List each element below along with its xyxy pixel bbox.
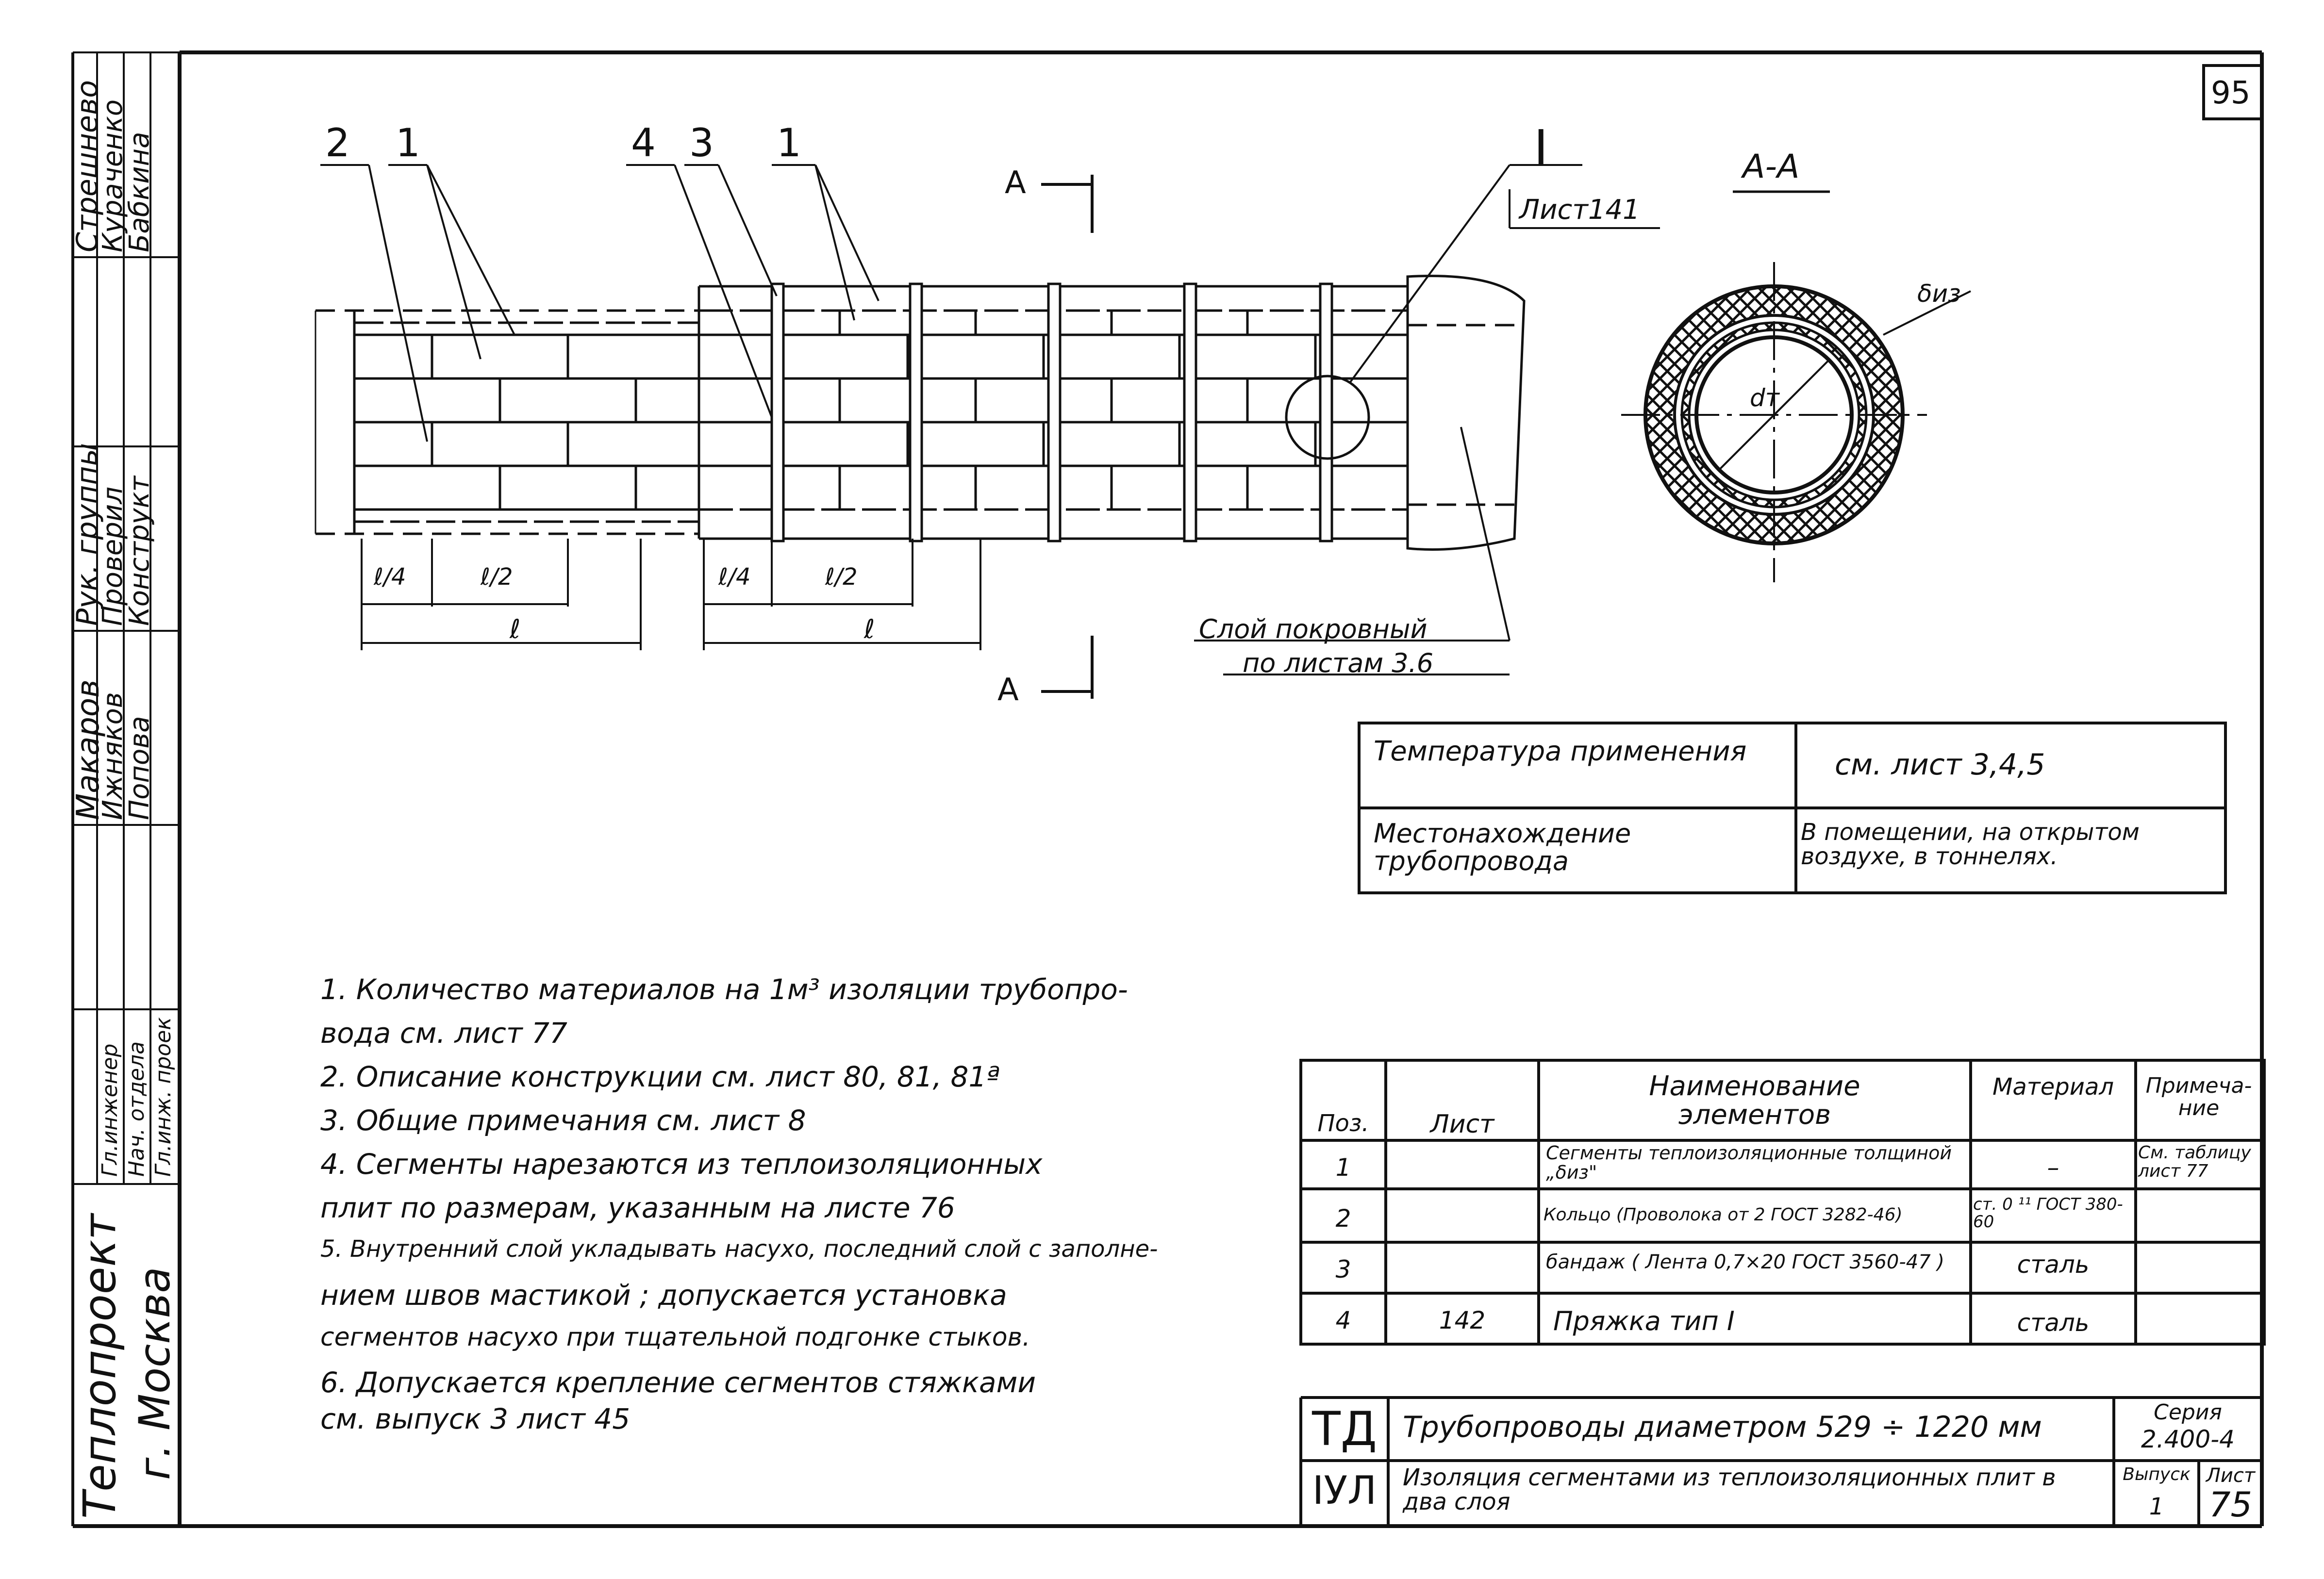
section-marks xyxy=(1041,175,1094,699)
pipe-left-section xyxy=(315,309,699,535)
spec-cell-pos: 1 xyxy=(1335,1153,1351,1182)
dimension-lines xyxy=(361,539,981,650)
note-line: 4. Сегменты нарезаются из теплоизоляцион… xyxy=(320,1148,1043,1181)
note-line: сегментов насухо при тщательной подгонке… xyxy=(320,1323,1030,1352)
spec-cell-material: – xyxy=(2047,1153,2059,1182)
stamp-role-dept-head: Нач. отдела xyxy=(124,1041,149,1177)
spec-cell-note: См. таблицу лист 77 xyxy=(2138,1143,2251,1181)
note-line: 1. Количество материалов на 1м³ изоляции… xyxy=(320,973,1128,1006)
pipe-right-section xyxy=(697,275,1526,551)
conditions-label-temperature: Температура применения xyxy=(1374,736,1747,767)
insulation-thickness-label: δиз xyxy=(1917,280,1961,308)
spec-cell-name: Пряжка тип I xyxy=(1553,1306,1735,1336)
spec-header-sheet: Лист xyxy=(1430,1110,1494,1139)
spec-cell-name: Сегменты теплоизоляционные толщиной „δиз… xyxy=(1546,1142,1952,1183)
note-line: плит по размерам, указанным на листе 76 xyxy=(320,1191,955,1224)
issue-label: Выпуск xyxy=(2123,1464,2191,1484)
position-label-3: 3 xyxy=(689,120,714,165)
note-line: 6. Допускается крепление сегментов стяжк… xyxy=(320,1366,1036,1399)
dim-l-quarter-left: ℓ/4 xyxy=(374,563,406,591)
detail-sheet-ref: Лист141 xyxy=(1519,194,1640,226)
position-label-2: 2 xyxy=(325,120,350,165)
note-line: нием швов мастикой ; допускается установ… xyxy=(320,1279,1007,1312)
stamp-role-chief-project-engineer: Гл.инж. проек xyxy=(151,1017,176,1177)
dim-l-right: ℓ xyxy=(864,614,875,644)
note-line: 2. Описание конструкции см. лист 80, 81,… xyxy=(320,1060,1000,1093)
spec-cell-material: ст. 0 ¹¹ ГОСТ 380-60 xyxy=(1973,1195,2123,1232)
section-mark-top: А xyxy=(1005,165,1026,201)
spec-cell-pos: 4 xyxy=(1335,1306,1351,1334)
position-label-1-right: 1 xyxy=(777,120,801,165)
leader-lines xyxy=(320,164,1660,675)
title-block-grid xyxy=(1299,1396,2262,1526)
spec-cell-material: сталь xyxy=(2017,1250,2090,1279)
dim-l-quarter-right: ℓ/4 xyxy=(718,563,751,591)
spec-cell-material: сталь xyxy=(2017,1309,2090,1337)
organization-name: Теплопроект xyxy=(74,1214,126,1519)
spec-cell-pos: 2 xyxy=(1335,1204,1351,1233)
spec-cell-pos: 3 xyxy=(1335,1255,1351,1283)
spec-cell-sheet: 142 xyxy=(1439,1306,1486,1334)
cover-layer-label-line2: по листам 3.6 xyxy=(1243,648,1434,678)
dim-l-left: ℓ xyxy=(510,614,521,644)
position-label-1-left: 1 xyxy=(396,120,420,165)
spec-header-material: Материал xyxy=(1992,1073,2114,1101)
stamp-role-designer: Конструкт xyxy=(124,476,155,626)
note-line: см. выпуск 3 лист 45 xyxy=(320,1402,631,1435)
sheet-number: 95 xyxy=(2211,75,2251,111)
organization-city: г. Москва xyxy=(130,1266,180,1480)
series-label: Серия xyxy=(2154,1400,2222,1425)
spec-header-note: Примеча- ние xyxy=(2145,1073,2252,1121)
stamp-name-izhnyakov: Ижняков xyxy=(97,692,129,820)
issue-value: 1 xyxy=(2149,1493,2164,1520)
stamp-name-popova: Попова xyxy=(124,716,155,820)
sheet-frame xyxy=(71,50,2264,1528)
stamp-name-babkina: Бабкина xyxy=(124,132,155,252)
note-line: 3. Общие примечания см. лист 8 xyxy=(320,1104,806,1137)
spec-cell-name: бандаж ( Лента 0,7×20 ГОСТ 3560-47 ) xyxy=(1546,1251,1944,1273)
title-sub: Изоляция сегментами из теплоизоляционных… xyxy=(1403,1464,2056,1516)
dim-l-half-right: ℓ/2 xyxy=(825,563,858,591)
stamp-role-checked: Проверил xyxy=(97,486,129,626)
cross-section-a-a xyxy=(1621,190,1971,582)
spec-table-grid xyxy=(1299,1059,2266,1346)
note-line: вода см. лист 77 xyxy=(320,1017,567,1050)
conditions-value-temperature: см. лист 3,4,5 xyxy=(1835,748,2045,782)
title-main: Трубопроводы диаметром 529 ÷ 1220 мм xyxy=(1403,1410,2042,1444)
title-code-iul: IУЛ xyxy=(1312,1468,1377,1513)
position-label-4: 4 xyxy=(631,120,656,165)
title-code-td: ТД xyxy=(1312,1402,1377,1456)
dim-l-half-left: ℓ/2 xyxy=(481,563,513,591)
sheet-value: 75 xyxy=(2208,1485,2253,1525)
spec-header-pos: Поз. xyxy=(1317,1110,1369,1137)
conditions-value-location: В помещении, на открытом воздухе, в тонн… xyxy=(1801,819,2140,871)
cover-layer-label-line1: Слой покровный xyxy=(1199,614,1428,644)
section-mark-bottom: А xyxy=(997,672,1019,708)
spec-cell-name: Кольцо (Проволока от 2 ГОСТ 3282-46) xyxy=(1544,1205,1903,1225)
note-line: 5. Внутренний слой укладывать насухо, по… xyxy=(320,1235,1158,1263)
stamp-name-kurachenko: Кураченко xyxy=(97,99,129,252)
spec-header-name: Наименование элементов xyxy=(1649,1070,1860,1131)
conditions-label-location: Местонахождение трубопровода xyxy=(1374,818,1631,876)
series-value: 2.400-4 xyxy=(2141,1425,2235,1453)
detail-label: I xyxy=(1534,119,1548,176)
stamp-role-chief-engineer: Гл.инженер xyxy=(98,1043,122,1177)
section-view-title: А-А xyxy=(1743,148,1800,186)
conditions-table-grid xyxy=(1358,722,2227,894)
sheet-label: Лист xyxy=(2206,1464,2256,1487)
pipe-diameter-label: dт xyxy=(1750,384,1779,412)
